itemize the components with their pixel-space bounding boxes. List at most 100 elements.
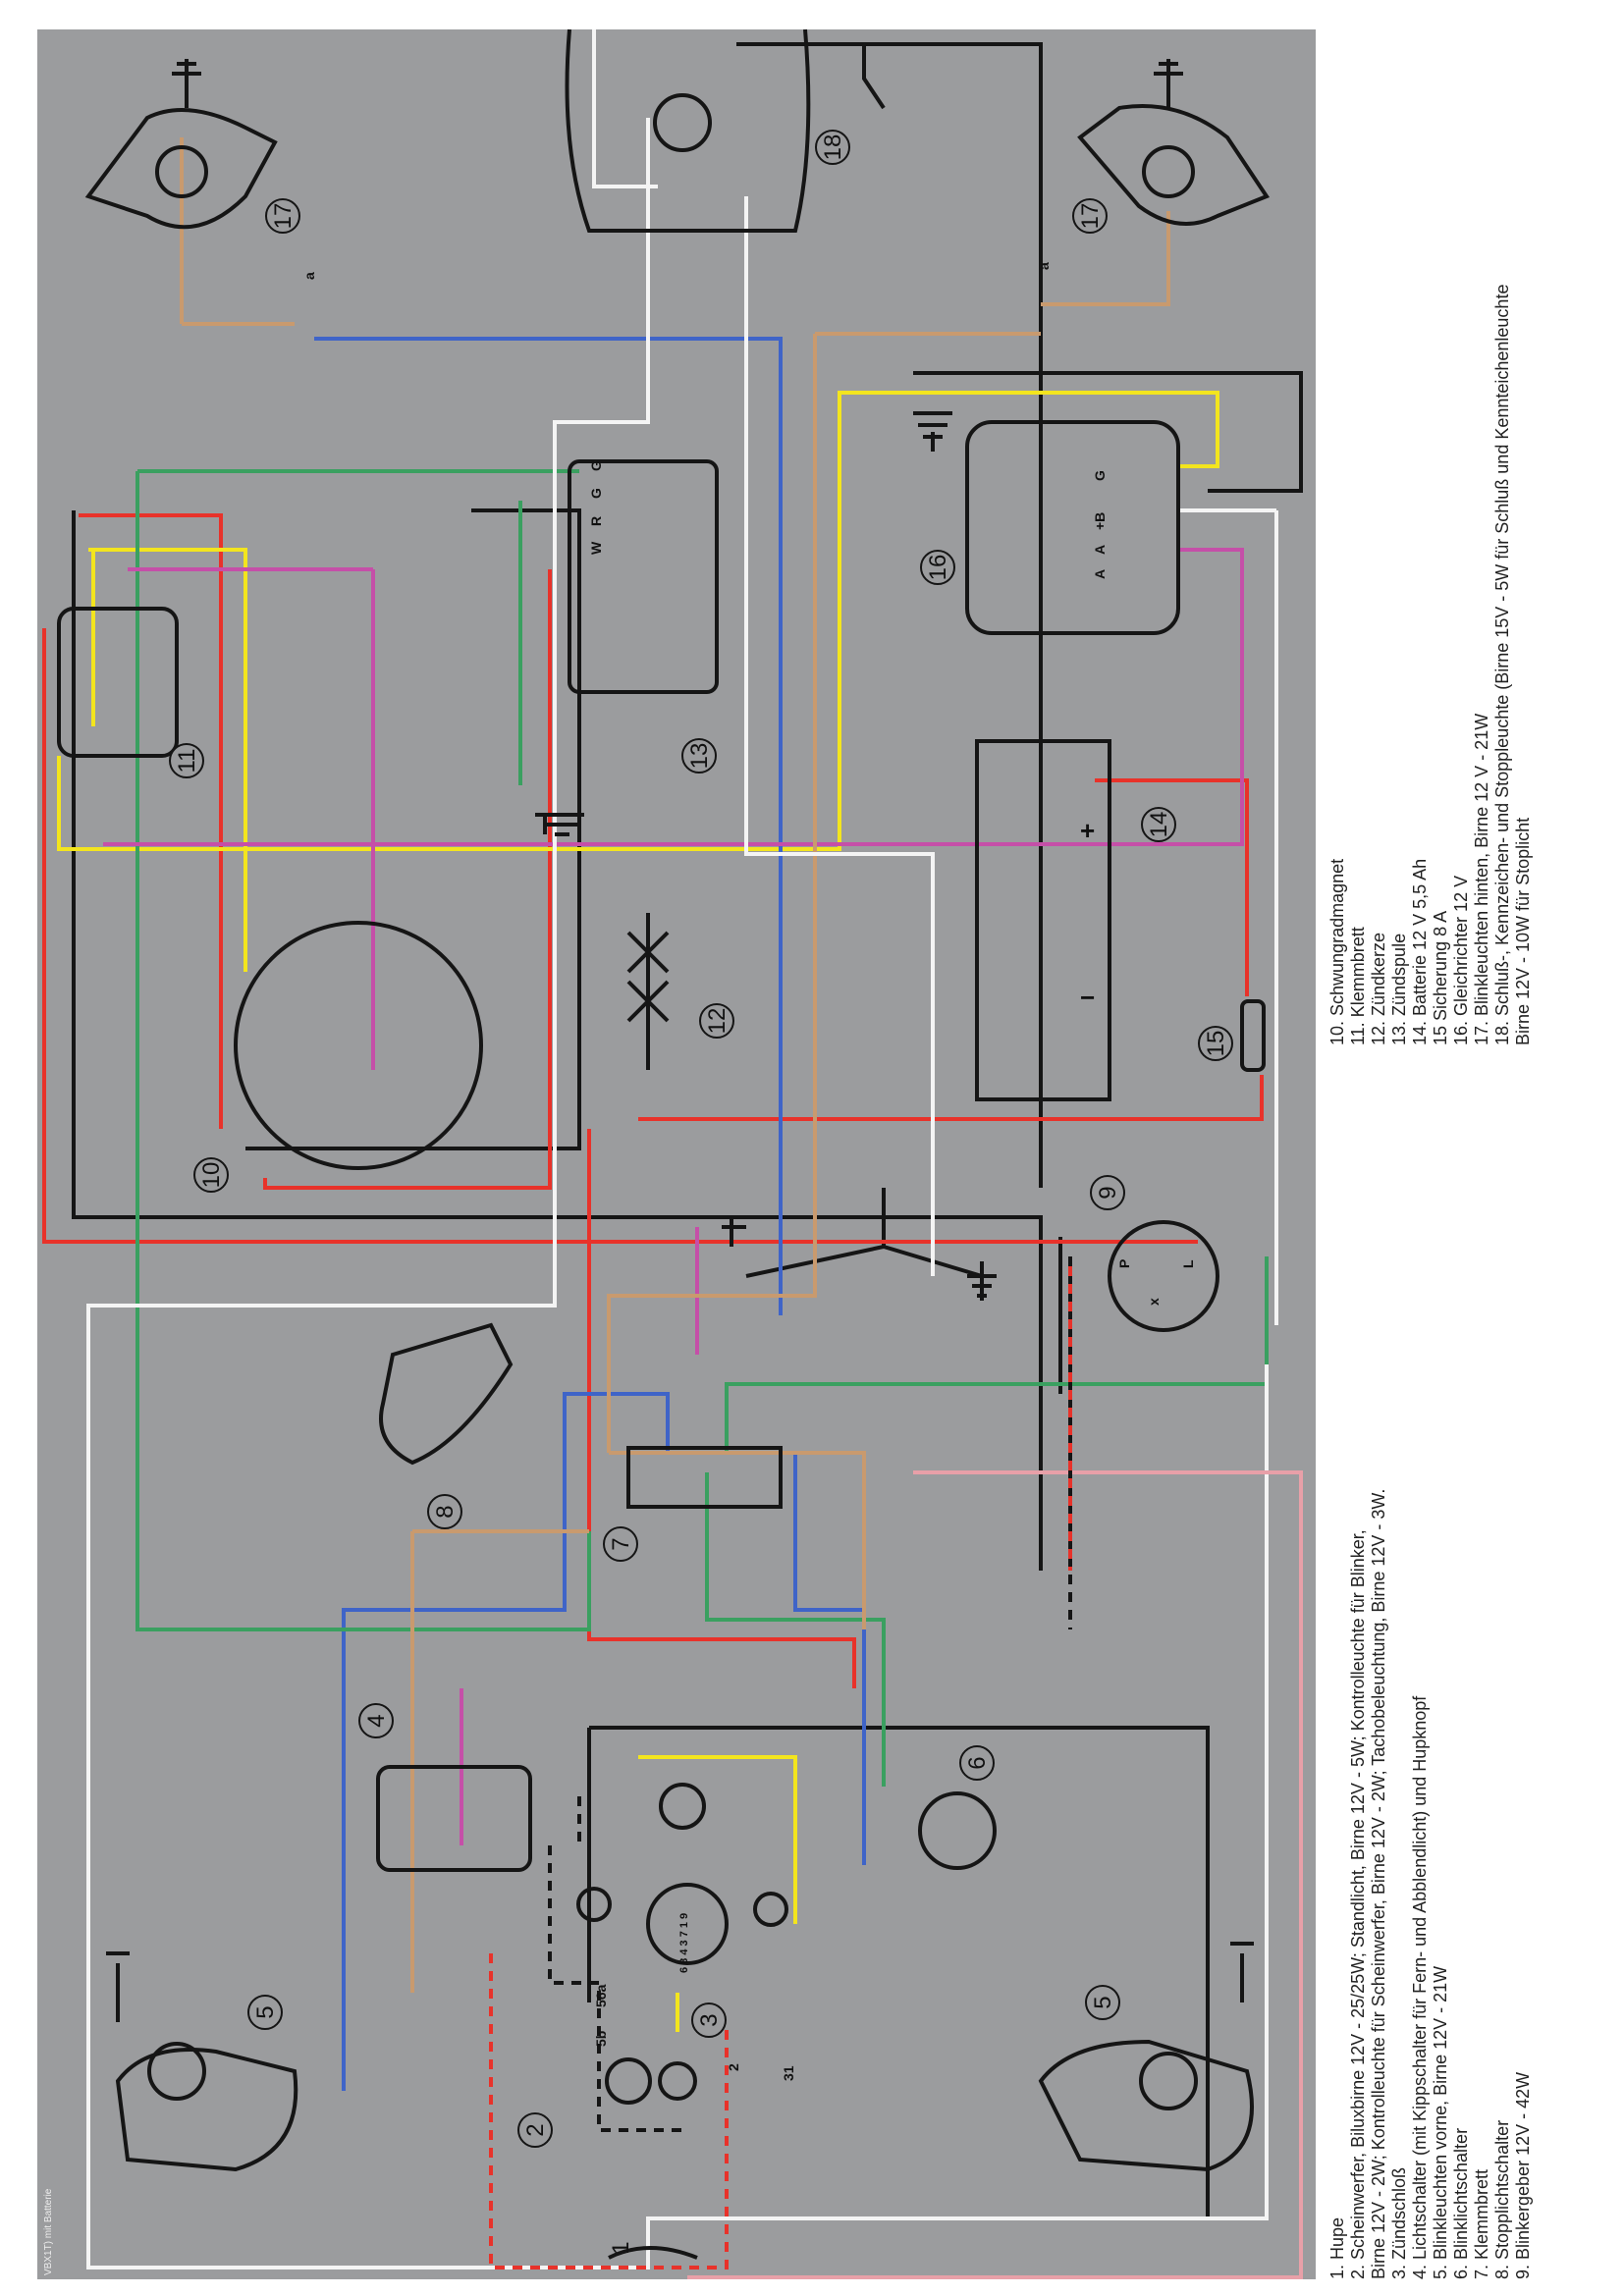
callout-10: 10	[193, 1157, 229, 1193]
callout-4: 4	[358, 1703, 394, 1738]
legend-item: 13. Zündspule	[1389, 933, 1409, 1045]
wire-tan	[180, 137, 1170, 1993]
callout-6: 6	[959, 1745, 995, 1781]
rectifier-16	[965, 420, 1180, 635]
ignition-lock-3	[646, 1883, 729, 1965]
tail-light-18	[565, 28, 811, 233]
rear-indicator-17-left	[84, 108, 278, 230]
legend-item: 10. Schwungradmagnet	[1327, 858, 1347, 1045]
horn-1	[608, 2246, 698, 2260]
flasher-terminal-p: P	[1116, 1259, 1132, 1268]
legend-item: 11. Klemmbrett	[1348, 927, 1368, 1045]
wire-yellow	[57, 391, 1219, 2032]
callout-1: 1	[608, 2241, 634, 2254]
callout-3: 3	[691, 2002, 727, 2038]
legend-item: 12. Zündkerze	[1369, 932, 1388, 1045]
flasher-terminal-l: L	[1180, 1259, 1196, 1268]
ground-icon	[535, 813, 584, 836]
legend-item: 18. Schluß-, Kennzeichen- und Stoppleuch…	[1492, 284, 1512, 1045]
legend-left: 1. Hupe 2. Scheinwerfer, Biluxbirne 12V …	[1327, 1249, 1534, 2279]
svg-text:9: 9	[1095, 1186, 1121, 1199]
front-bulb-5-left	[147, 2042, 206, 2101]
callout-18: 18	[815, 130, 850, 165]
headlight-terminal-31: 31	[781, 2065, 796, 2081]
svg-text:15: 15	[1203, 1031, 1229, 1057]
rear-indicator-17-right	[1077, 104, 1271, 226]
svg-text:18: 18	[820, 134, 846, 161]
headlight-bulb-2	[605, 2057, 652, 2105]
callout-15: 15	[1198, 1026, 1233, 1061]
fuse-15	[1240, 999, 1266, 1072]
ground-icon	[913, 411, 952, 452]
terminal-board-7	[626, 1446, 783, 1509]
callout-13: 13	[681, 738, 717, 774]
callout-2: 2	[517, 2112, 553, 2148]
ground-icon	[1230, 1942, 1254, 2002]
ignition-lock-pins: 6 8 4 3 7 1 9	[678, 1913, 690, 1973]
legend-item: 4. Lichtschalter (mit Kippschalter für F…	[1410, 1695, 1430, 2279]
svg-text:5: 5	[252, 2005, 279, 2018]
ground-symbols	[106, 59, 1254, 2022]
svg-text:7: 7	[608, 1537, 634, 1550]
legend-item: 14. Batterie 12 V 5,5 Ah	[1410, 858, 1430, 1045]
ground-icon	[722, 1217, 746, 1247]
headlight-terminal-56a: 56a	[593, 1984, 609, 2007]
wire-lightpink	[687, 1470, 1303, 2279]
coil-terminal-r: R	[588, 516, 604, 526]
rectifier-terminal-a: A	[1092, 545, 1108, 555]
legend-item: 2. Scheinwerfer, Biluxbirne 12V - 25/25W…	[1348, 1529, 1368, 2279]
legend-item: 5. Blinkleuchten vorne, Birne 12V - 21W	[1431, 1965, 1450, 2279]
tail-bulb-18	[653, 93, 712, 152]
svg-text:16: 16	[925, 555, 951, 581]
front-bulb-5-right	[1139, 2052, 1198, 2110]
rectifier-terminal-g: G	[1092, 470, 1108, 481]
stoplight-switch-8	[379, 1322, 514, 1466]
headlight-lamp	[753, 1892, 788, 1927]
svg-text:12: 12	[704, 1008, 731, 1035]
callout-14: 14	[1141, 807, 1176, 842]
diagram-panel	[37, 29, 1316, 2279]
svg-text:2: 2	[522, 2123, 549, 2136]
spark-plug-12	[626, 913, 670, 1070]
legend-item: 15 Sicherung 8 A	[1431, 910, 1450, 1045]
svg-text:17: 17	[270, 203, 297, 230]
battery-minus: −	[1080, 983, 1095, 1012]
headlight-terminal-56b: 5b	[593, 2031, 609, 2047]
wire-white	[86, 29, 1278, 2269]
terminal-board-11	[57, 607, 179, 758]
svg-text:11: 11	[174, 749, 200, 774]
legend-right: 10. Schwungradmagnet 11. Klemmbrett 12. …	[1327, 15, 1534, 1045]
legend-item: 3. Zündschloß	[1389, 2166, 1409, 2279]
battery-plus: +	[1080, 816, 1095, 845]
legend-item: Birne 12V - 10W für Stoplicht	[1513, 817, 1533, 1045]
svg-text:13: 13	[686, 743, 713, 770]
svg-text:4: 4	[363, 1714, 390, 1727]
wire-red	[42, 513, 1264, 1688]
svg-text:17: 17	[1077, 203, 1104, 230]
ground-icon	[1154, 59, 1183, 108]
rectifier-terminal-a: A	[1092, 569, 1108, 579]
model-note: VBX1T) mit Batterie	[43, 2188, 54, 2275]
svg-text:6: 6	[964, 1756, 991, 1769]
coil-terminal-g: G	[588, 460, 604, 471]
callout-12: 12	[699, 1003, 734, 1039]
svg-text:1: 1	[608, 2241, 634, 2254]
coil-terminal-w: W	[588, 541, 604, 555]
callout-8: 8	[427, 1494, 462, 1529]
rear-bulb-17-left	[155, 145, 208, 198]
legend-item: 17. Blinkleuchten hinten, Birne 12 V - 2…	[1472, 713, 1491, 1045]
callout-17-left: 17	[265, 198, 300, 234]
svg-text:14: 14	[1146, 812, 1172, 838]
rear-bulb-17-right	[1142, 145, 1195, 198]
ground-icon	[967, 1261, 997, 1301]
legend-item: 1. Hupe	[1327, 2216, 1347, 2279]
svg-text:10: 10	[198, 1162, 225, 1189]
flasher-unit-9	[1108, 1220, 1219, 1332]
callout-16: 16	[920, 550, 955, 585]
headlight-terminal-2: 2	[726, 2063, 741, 2071]
legend-item: 9. Blinkergeber 12V - 42W	[1513, 2071, 1533, 2279]
flasher-terminal-x: x	[1146, 1298, 1162, 1306]
indicator-lamp	[576, 1887, 612, 1922]
svg-text:3: 3	[696, 2013, 723, 2026]
